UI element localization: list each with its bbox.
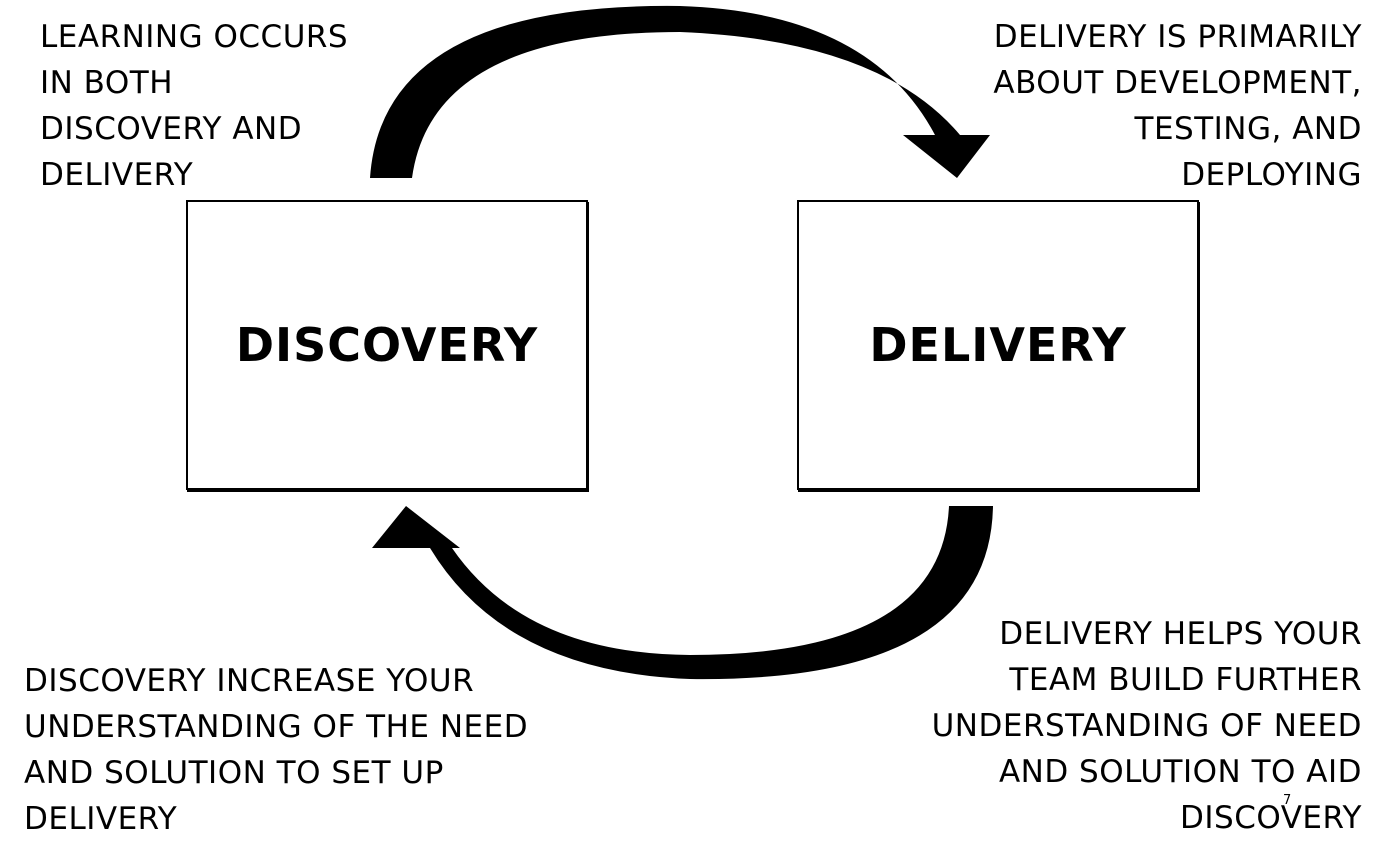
note-delivery-outcome: DELIVERY HELPS YOUR TEAM BUILD FURTHER U…: [932, 611, 1362, 841]
note-line: DISCOVERY INCREASE YOUR: [24, 663, 475, 699]
delivery-label: DELIVERY: [869, 318, 1127, 372]
discovery-box: DISCOVERY: [186, 200, 588, 490]
page-number: 7: [1283, 793, 1292, 808]
discovery-label: DISCOVERY: [235, 318, 539, 372]
delivery-box: DELIVERY: [797, 200, 1199, 490]
note-line: TEAM BUILD FURTHER: [1009, 662, 1362, 698]
arrow-discovery-to-delivery: [370, 5, 990, 178]
note-line: DELIVERY: [40, 157, 194, 193]
note-line: TESTING, AND: [1134, 111, 1362, 147]
note-line: ABOUT DEVELOPMENT,: [993, 65, 1362, 101]
note-line: DELIVERY HELPS YOUR: [999, 616, 1362, 652]
note-learning: LEARNING OCCURS IN BOTH DISCOVERY AND DE…: [40, 14, 348, 198]
note-line: AND SOLUTION TO SET UP: [24, 755, 444, 791]
note-line: UNDERSTANDING OF NEED: [931, 708, 1362, 744]
note-discovery-outcome: DISCOVERY INCREASE YOUR UNDERSTANDING OF…: [24, 658, 528, 842]
note-line: UNDERSTANDING OF THE NEED: [24, 709, 529, 745]
note-line: IN BOTH: [40, 65, 174, 101]
note-line: DISCOVERY AND: [40, 111, 303, 147]
note-line: DISCOVERY: [1180, 800, 1362, 836]
note-line: DEPLOYING: [1181, 157, 1362, 193]
note-line: DELIVERY IS PRIMARILY: [993, 19, 1362, 55]
note-line: AND SOLUTION TO AID: [998, 754, 1362, 790]
note-line: LEARNING OCCURS: [40, 19, 349, 55]
note-line: DELIVERY: [24, 801, 178, 837]
arrow-delivery-to-discovery: [372, 506, 993, 680]
note-delivery-purpose: DELIVERY IS PRIMARILY ABOUT DEVELOPMENT,…: [993, 14, 1362, 198]
